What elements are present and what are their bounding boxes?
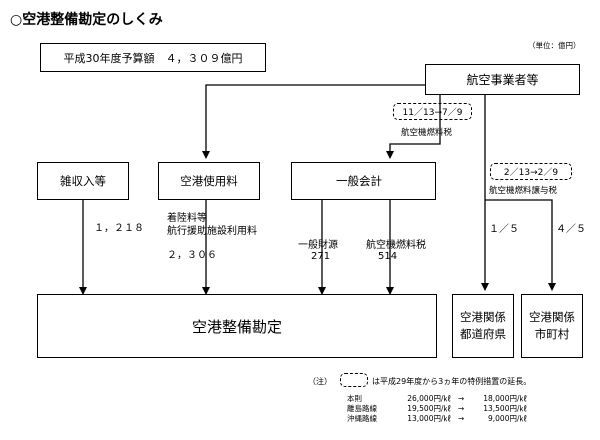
prefecture-share: １／５ (489, 224, 519, 235)
page-title: ○空港整備勘定のしくみ (10, 12, 163, 28)
budget-text: 平成30年度予算額 ４，３０９億円 (63, 51, 243, 65)
fuel-tax-label: 航空機燃料税 (401, 128, 453, 138)
rate-row: 離島路線 19,500円/㎘ → 13,500円/㎘ (347, 404, 527, 414)
rate-to: 9,000円/㎘ (488, 414, 527, 423)
rate-name: 本則 (347, 394, 362, 403)
line-airlines-to-general (386, 92, 441, 159)
airlines-box: 航空事業者等 (425, 64, 580, 95)
prefectures-box: 空港関係 都道府県 (452, 294, 514, 358)
main-account-box: 空港整備勘定 (37, 294, 437, 358)
rate-from: 26,000円/㎘ (407, 394, 451, 403)
transfer-label: 航空機燃料譲与税 (489, 186, 558, 196)
transfer-period-box: 2／13→2／9 (490, 163, 572, 180)
misc-income-box: 雑収入等 (37, 162, 129, 200)
prefectures-line-2: 都道府県 (460, 327, 506, 341)
main-account-label: 空港整備勘定 (191, 317, 282, 336)
general-account-label: 一般会計 (336, 174, 382, 188)
misc-income-label: 雑収入等 (60, 174, 106, 188)
budget-box: 平成30年度予算額 ４，３０９億円 (40, 43, 266, 72)
rate-name: 離島路線 (347, 404, 377, 413)
fees-detail-1: 着陸料等 (167, 213, 207, 224)
prefectures-line-1: 空港関係 (460, 310, 506, 324)
rate-arrow: → (457, 414, 465, 423)
general-account-box: 一般会計 (291, 162, 436, 200)
fees-detail-2: 航行援助施設利用料 (167, 226, 257, 237)
unit-label: （単位：億円） (528, 41, 581, 50)
fuel-tax-value: 514 (378, 251, 398, 262)
rate-to: 13,500円/㎘ (483, 404, 527, 413)
airport-fees-label: 空港使用料 (180, 174, 238, 188)
rate-from: 19,500円/㎘ (407, 404, 451, 413)
rate-name: 沖縄路線 (347, 414, 377, 423)
note-dashed-sample (340, 373, 368, 387)
note-text: は平成29年度から3ヵ年の特例措置の延長。 (372, 377, 532, 386)
line-to-municipalities (485, 199, 556, 291)
municipalities-line-2: 市町村 (534, 327, 570, 341)
rate-arrow: → (457, 394, 465, 403)
fuel-tax-period-box: 11／13→7／9 (393, 103, 472, 120)
transfer-period: 2／13→2／9 (503, 168, 559, 178)
rate-arrow: → (457, 404, 465, 413)
rate-row: 沖縄路線 13,000円/㎘ → 9,000円/㎘ (347, 414, 527, 424)
rate-from: 13,000円/㎘ (407, 414, 451, 423)
municipalities-line-1: 空港関係 (529, 310, 575, 324)
fuel-tax-period: 11／13→7／9 (402, 108, 463, 118)
misc-value: １，２１８ (94, 223, 144, 234)
municipality-share: ４／５ (556, 224, 586, 235)
note-prefix: （注） (308, 377, 332, 386)
general-fund-label: 一般財源 (298, 240, 338, 251)
general-fund-value: 271 (311, 251, 331, 262)
rates-table: 本則 26,000円/㎘ → 18,000円/㎘ 離島路線 19,500円/㎘ → 13,5… (347, 394, 527, 424)
airlines-label: 航空事業者等 (466, 73, 539, 87)
fees-value: ２，３０６ (167, 250, 217, 261)
line-airlines-to-fees (202, 84, 440, 159)
rate-to: 18,000円/㎘ (483, 394, 527, 403)
airport-fees-box: 空港使用料 (158, 162, 260, 200)
fees-detail: 着陸料等 航行援助施設利用料 (167, 212, 257, 238)
fuel-tax-value-label: 航空機燃料税 (366, 240, 426, 251)
rate-row: 本則 26,000円/㎘ → 18,000円/㎘ (347, 394, 527, 404)
municipalities-box: 空港関係 市町村 (521, 294, 583, 358)
